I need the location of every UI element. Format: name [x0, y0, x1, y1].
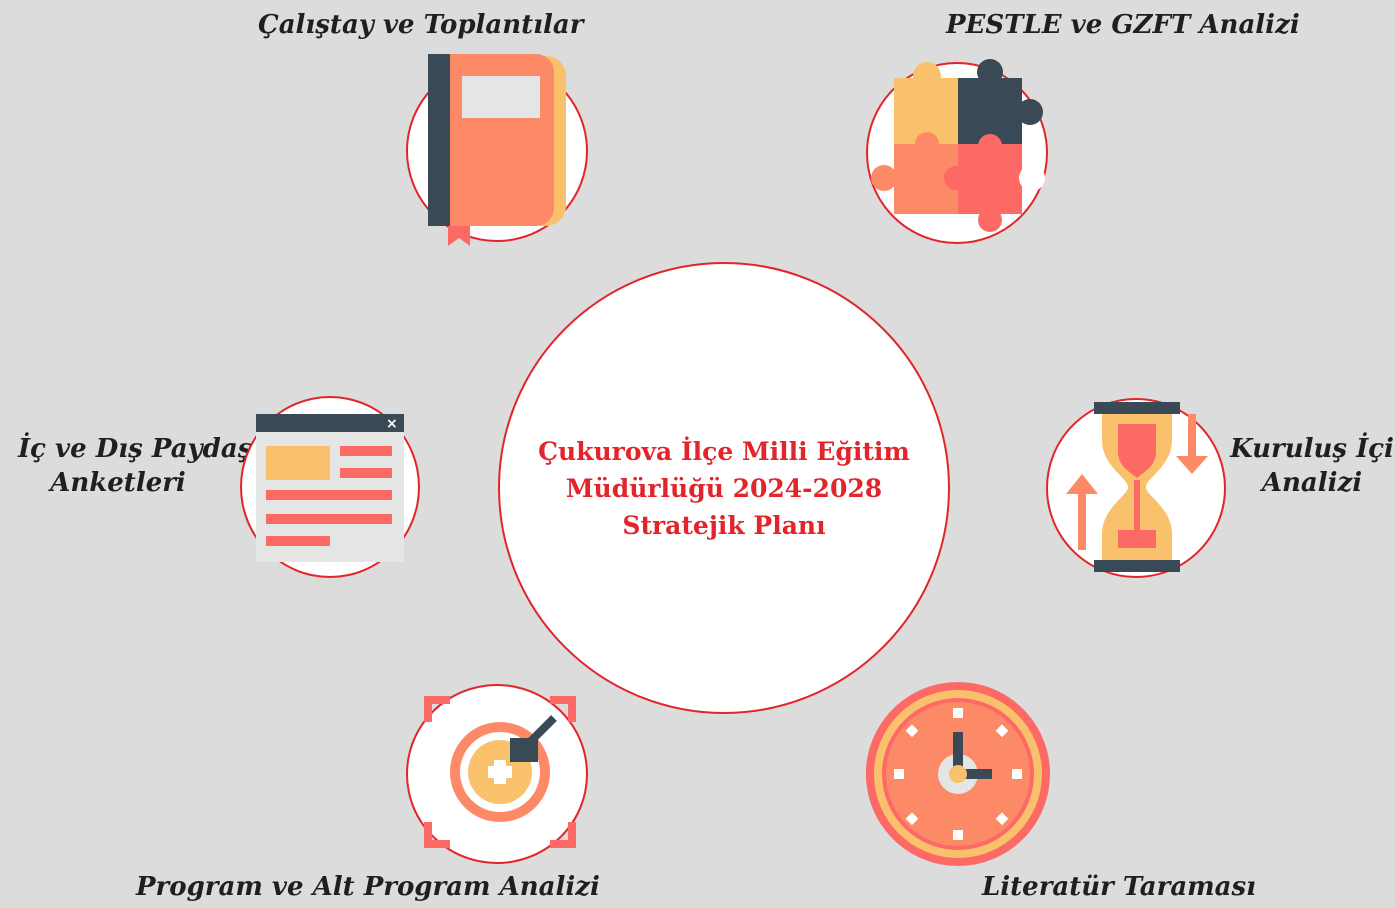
puzzle-icon: [871, 59, 1045, 232]
close-icon: ×: [386, 416, 398, 432]
surveys-label: İç ve Dış Paydaş Anketleri: [18, 432, 253, 500]
internal-label-line-1: Kuruluş İçi: [1230, 434, 1394, 464]
program-label: Program ve Alt Program Analizi: [136, 872, 600, 902]
center-circle: Çukurova İlçe Milli Eğitim Müdürlüğü 202…: [498, 262, 950, 714]
pestle-label: PESTLE ve GZFT Analizi: [946, 10, 1300, 40]
surveys-label-line-2: Anketleri: [50, 468, 186, 498]
center-title-line-3: Stratejik Planı: [622, 510, 826, 540]
center-title-line-2: Müdürlüğü 2024-2028: [565, 473, 883, 503]
internal-label: Kuruluş İçi Analizi: [1222, 432, 1395, 500]
target-icon: [424, 696, 576, 848]
center-title-line-1: Çukurova İlçe Milli Eğitim: [538, 436, 910, 466]
internal-label-line-2: Analizi: [1261, 468, 1363, 498]
hourglass-icon: [1066, 402, 1208, 572]
literature-label: Literatür Taraması: [982, 872, 1257, 902]
clock-icon: [866, 682, 1050, 866]
surveys-label-line-1: İç ve Dış Paydaş: [18, 434, 253, 464]
workshops-label: Çalıştay ve Toplantılar: [258, 10, 584, 40]
notebook-icon: [428, 54, 566, 246]
browser-window-icon: ×: [256, 414, 404, 562]
